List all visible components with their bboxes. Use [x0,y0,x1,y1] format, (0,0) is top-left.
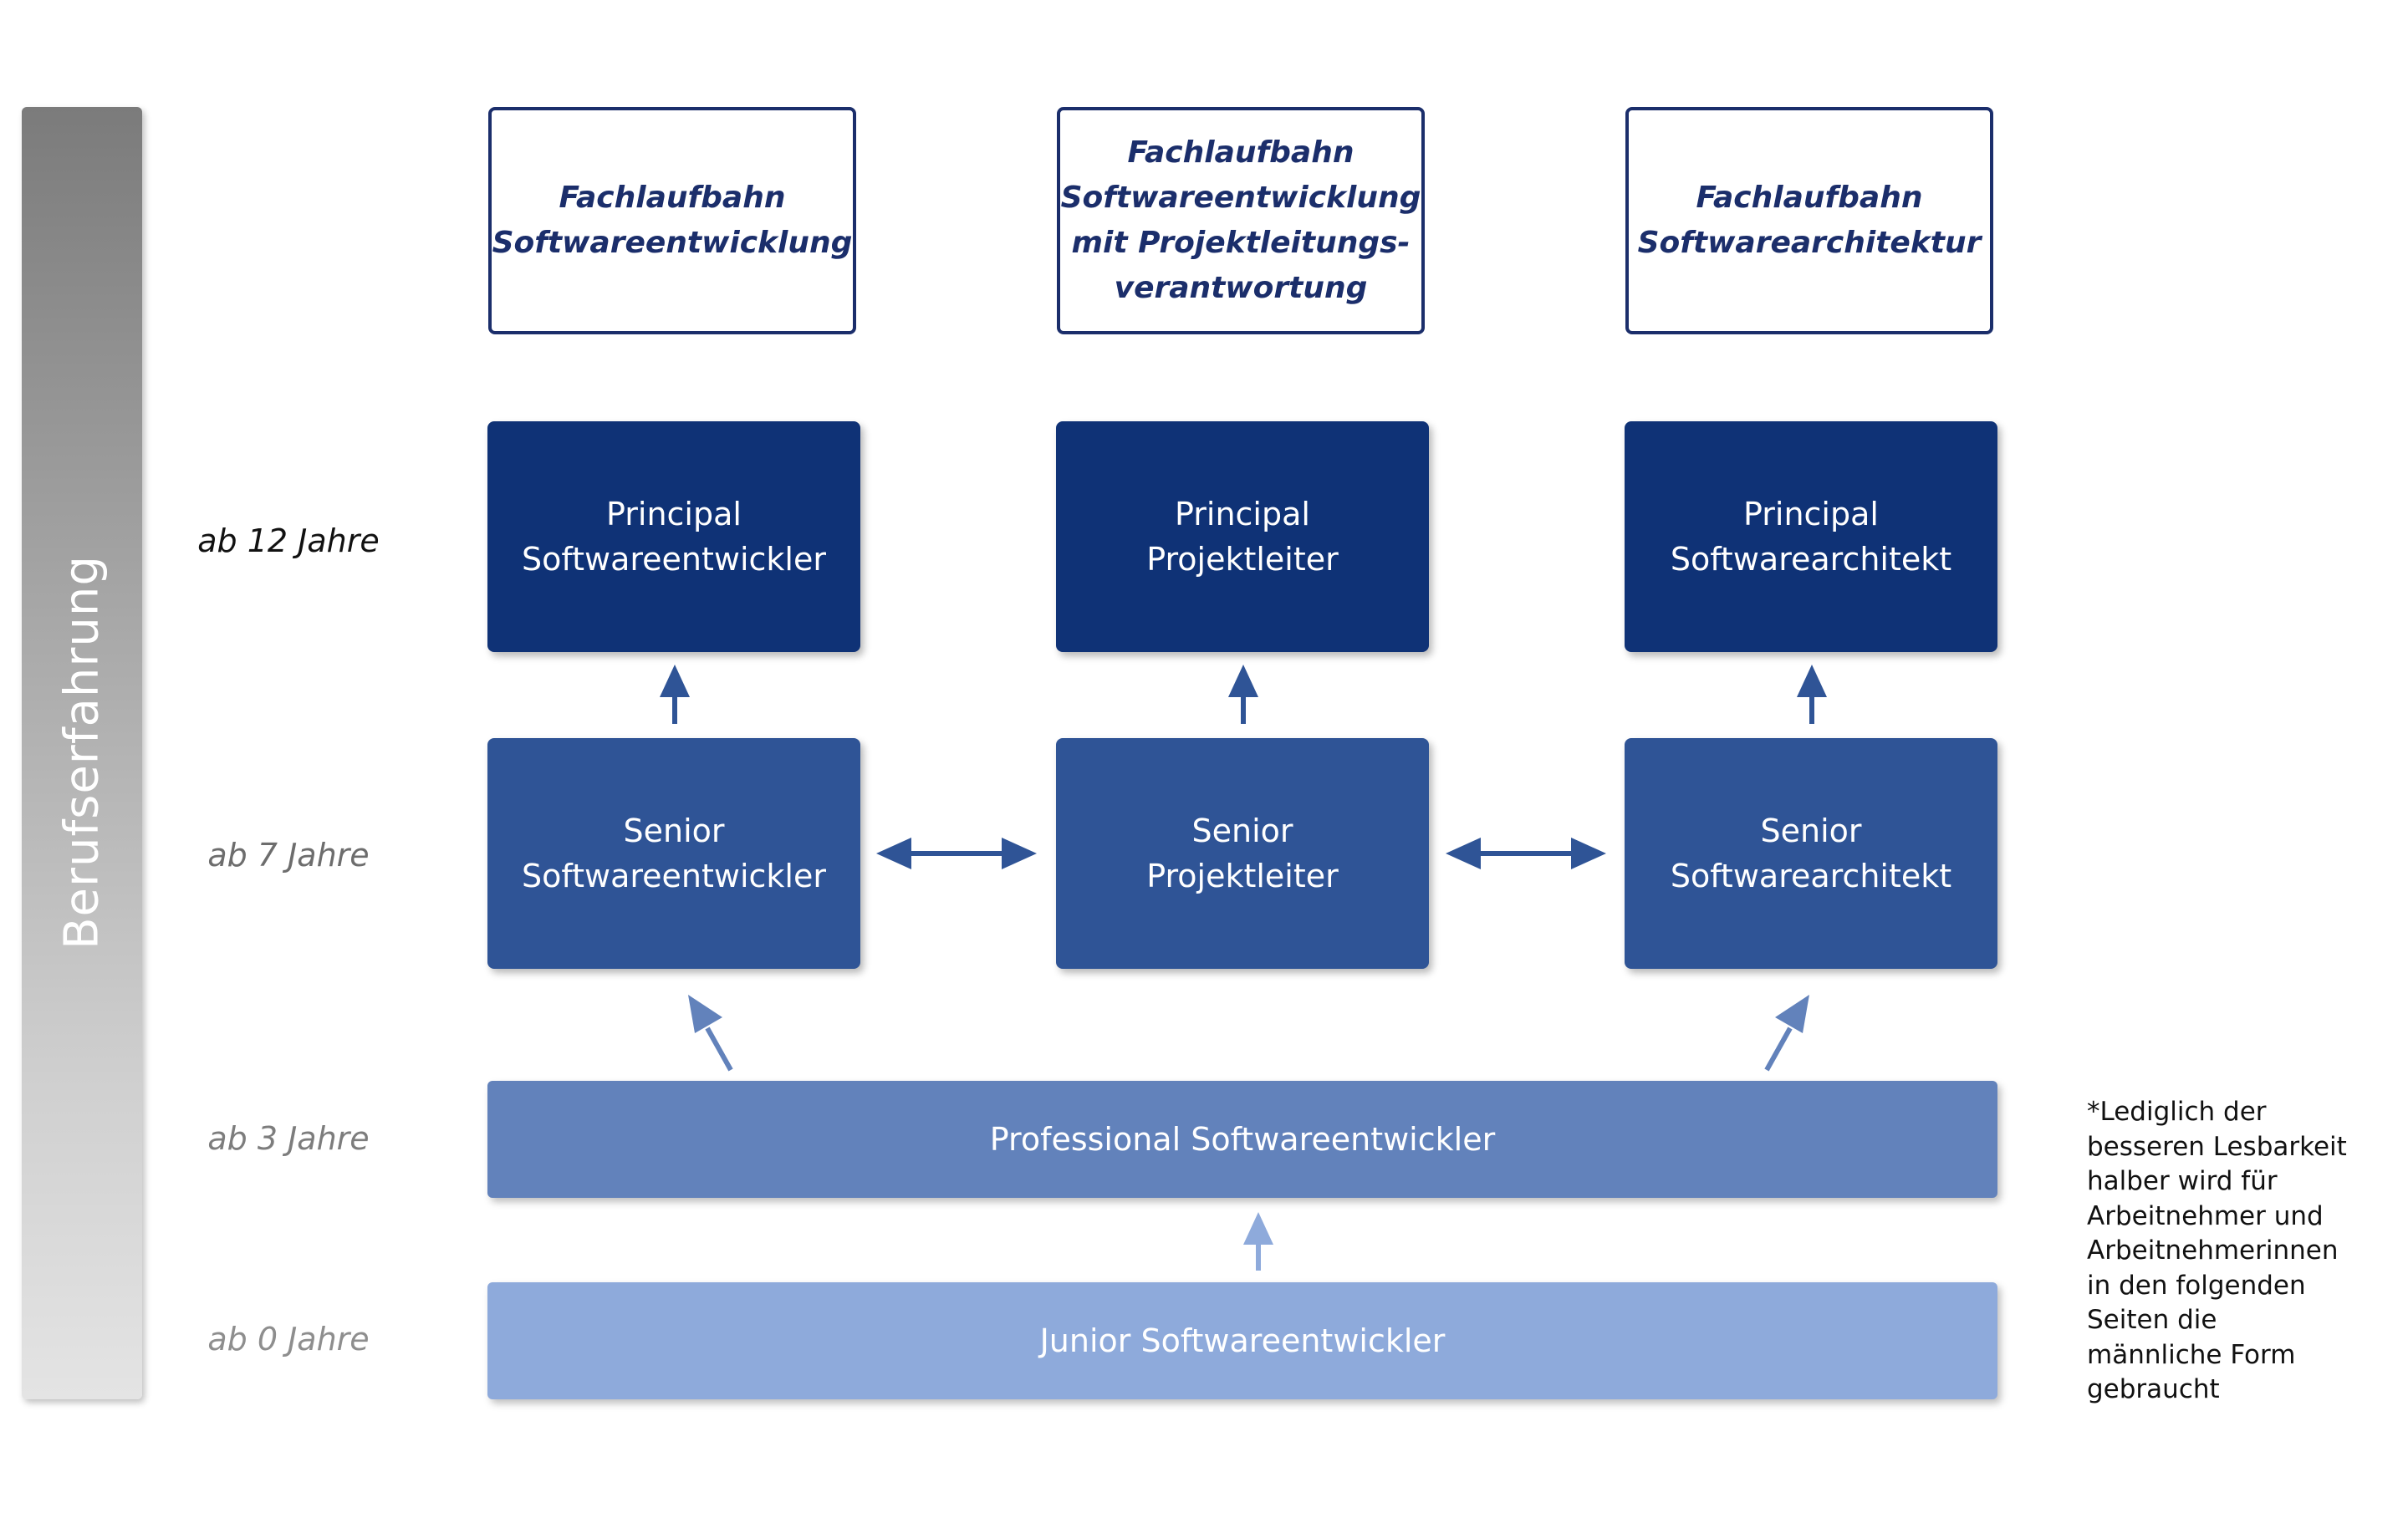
track-line: verantwortung [1114,271,1368,305]
role-line: Softwareentwickler [522,541,826,578]
arrow-senior-to-principal-3 [1797,665,1827,724]
principal-softwareentwickler-box: Principal Softwareentwickler [487,421,860,652]
footnote-line: Arbeitnehmerinnen [2087,1235,2339,1266]
track-softwarearchitektur: Fachlaufbahn Softwarearchitektur [1625,107,1993,334]
role-line: Softwarearchitekt [1670,858,1952,894]
arrow-senior-exchange-left [876,838,1037,869]
role-line: Principal [1743,496,1879,532]
junior-softwareentwickler-box: Junior Softwareentwickler [487,1282,1997,1399]
track-line: mit Projektleitungs- [1071,226,1411,260]
level-label-0-years: ab 0 Jahre [207,1321,370,1358]
level-label-7-years: ab 7 Jahre [207,837,370,874]
footnote-line: besseren Lesbarkeit [2087,1131,2347,1162]
track-softwareentwicklung: Fachlaufbahn Softwareentwicklung [488,107,856,334]
role-line: Senior [1760,813,1862,849]
arrow-senior-exchange-right [1446,838,1606,869]
arrow-professional-to-senior-right [1764,995,1809,1072]
arrow-senior-to-principal-1 [660,665,690,724]
arrow-professional-to-senior-left [688,995,733,1072]
track-line: Fachlaufbahn [1127,135,1354,170]
footnote-line: männliche Form [2087,1339,2296,1370]
experience-axis-bar [22,107,142,1399]
track-line: Softwareentwicklung [492,226,853,260]
principal-softwarearchitekt-box: Principal Softwarearchitekt [1625,421,1997,652]
footnote-line: Seiten die [2087,1305,2217,1335]
senior-softwareentwickler-box: Senior Softwareentwickler [487,738,860,969]
footnote-line: *Lediglich der [2087,1097,2267,1127]
level-label-3-years: ab 3 Jahre [207,1120,370,1157]
footnote-line: halber wird für [2087,1166,2278,1196]
role-line: Principal [606,496,742,532]
footnote-text: *Lediglich der besseren Lesbarkeit halbe… [2087,1095,2396,1408]
role-line: Senior [623,813,725,849]
track-line: Softwareentwicklung [1060,181,1421,215]
arrow-junior-to-professional [1243,1212,1273,1271]
footnote-line: Arbeitnehmer und [2087,1200,2324,1231]
level-label-12-years: ab 12 Jahre [197,522,380,559]
senior-softwarearchitekt-box: Senior Softwarearchitekt [1625,738,1997,969]
role-line: Senior [1191,813,1293,849]
role-line: Principal [1175,496,1310,532]
footnote-line: gebraucht [2087,1374,2220,1404]
principal-projektleiter-box: Principal Projektleiter [1056,421,1429,652]
role-line: Projektleiter [1146,541,1339,578]
track-line: Fachlaufbahn [1696,181,1923,215]
track-line: Fachlaufbahn [559,181,786,215]
senior-projektleiter-box: Senior Projektleiter [1056,738,1429,969]
footnote-line: in den folgenden [2087,1270,2306,1301]
professional-softwareentwickler-box: Professional Softwareentwickler [487,1081,1997,1198]
arrow-senior-to-principal-2 [1228,665,1258,724]
role-line: Softwarearchitekt [1670,541,1952,578]
track-line: Softwarearchitektur [1637,226,1982,260]
track-projektleitung: Fachlaufbahn Softwareentwicklung mit Pro… [1057,107,1425,334]
role-line: Projektleiter [1146,858,1339,894]
role-line: Softwareentwickler [522,858,826,894]
